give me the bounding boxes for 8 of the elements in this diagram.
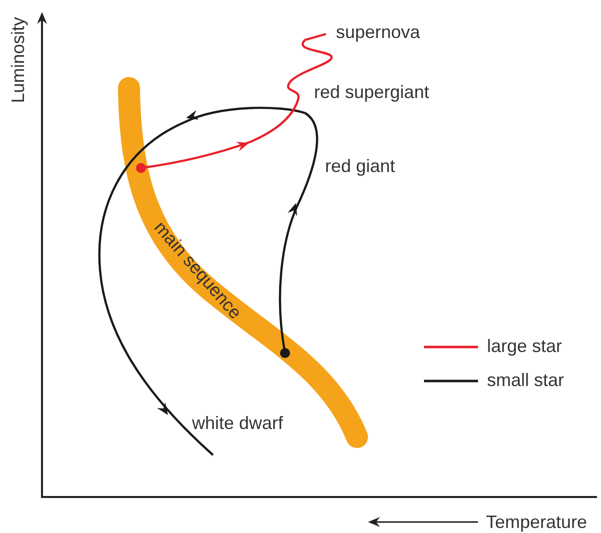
stage-label: supernova xyxy=(336,22,420,42)
legend-label: large star xyxy=(487,336,562,356)
axis-label: Luminosity xyxy=(8,16,28,104)
axis-label: Temperature xyxy=(486,512,588,532)
legend-label: small star xyxy=(487,370,564,390)
stage-label: red giant xyxy=(325,156,396,176)
stage-label: white dwarf xyxy=(192,413,284,433)
stage-label: red supergiant xyxy=(314,82,430,102)
